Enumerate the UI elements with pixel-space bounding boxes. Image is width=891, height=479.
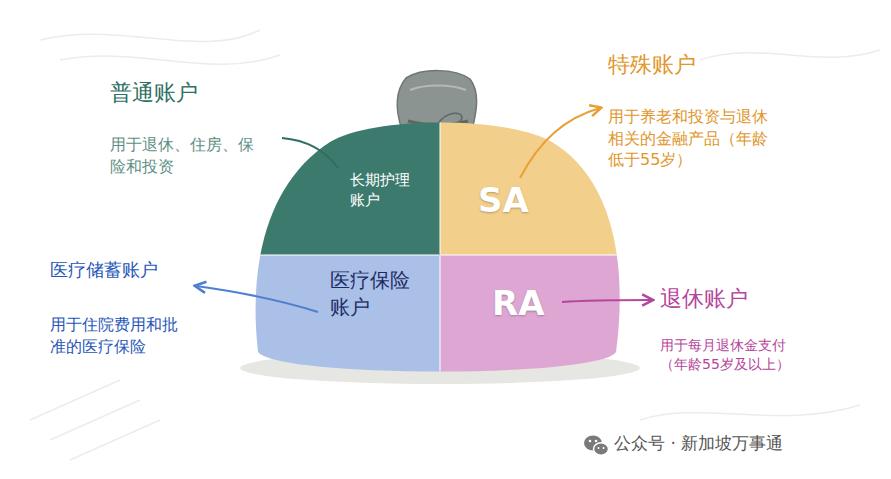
wechat-icon	[584, 436, 609, 456]
quadrant-ltc: 长期护理账户	[250, 110, 440, 255]
bag-neck	[397, 71, 477, 130]
account-description: 用于养老和投资与退休相关的金融产品（年龄低于55岁）	[608, 106, 774, 171]
quadrant-fill	[250, 255, 440, 380]
watermark: 公众号 · 新加坡万事通	[614, 432, 783, 455]
account-description: 用于住院费用和批准的医疗保险	[50, 314, 184, 357]
quadrant-label: 医疗保险账户	[330, 267, 416, 321]
account-title: 退休账户	[660, 284, 748, 314]
quadrant-shape	[440, 110, 630, 255]
quadrant-label: 长期护理账户	[350, 170, 415, 211]
account-title: 医疗储蓄账户	[50, 258, 158, 282]
leader-line	[562, 300, 652, 302]
quadrant-medisave: 医疗保险账户	[250, 255, 440, 380]
quadrant-label: RA	[492, 281, 545, 327]
account-title: 普通账户	[110, 78, 198, 108]
quadrant-sa: SA	[440, 110, 630, 255]
quadrant-label: SA	[478, 178, 529, 224]
quadrant-fill	[440, 110, 630, 255]
account-description: 用于退休、住房、保险和投资	[110, 134, 260, 177]
leader-line	[282, 138, 338, 168]
quadrant-fill	[440, 255, 630, 380]
account-description: 用于每月退休金支付（年龄55岁及以上）	[660, 336, 806, 374]
quadrant-shape	[250, 110, 440, 255]
quadrant-fill	[250, 110, 440, 255]
leader-line	[196, 286, 318, 312]
quadrant-ra: RA	[440, 255, 630, 380]
leader-line	[520, 108, 600, 178]
account-title: 特殊账户	[608, 50, 696, 80]
